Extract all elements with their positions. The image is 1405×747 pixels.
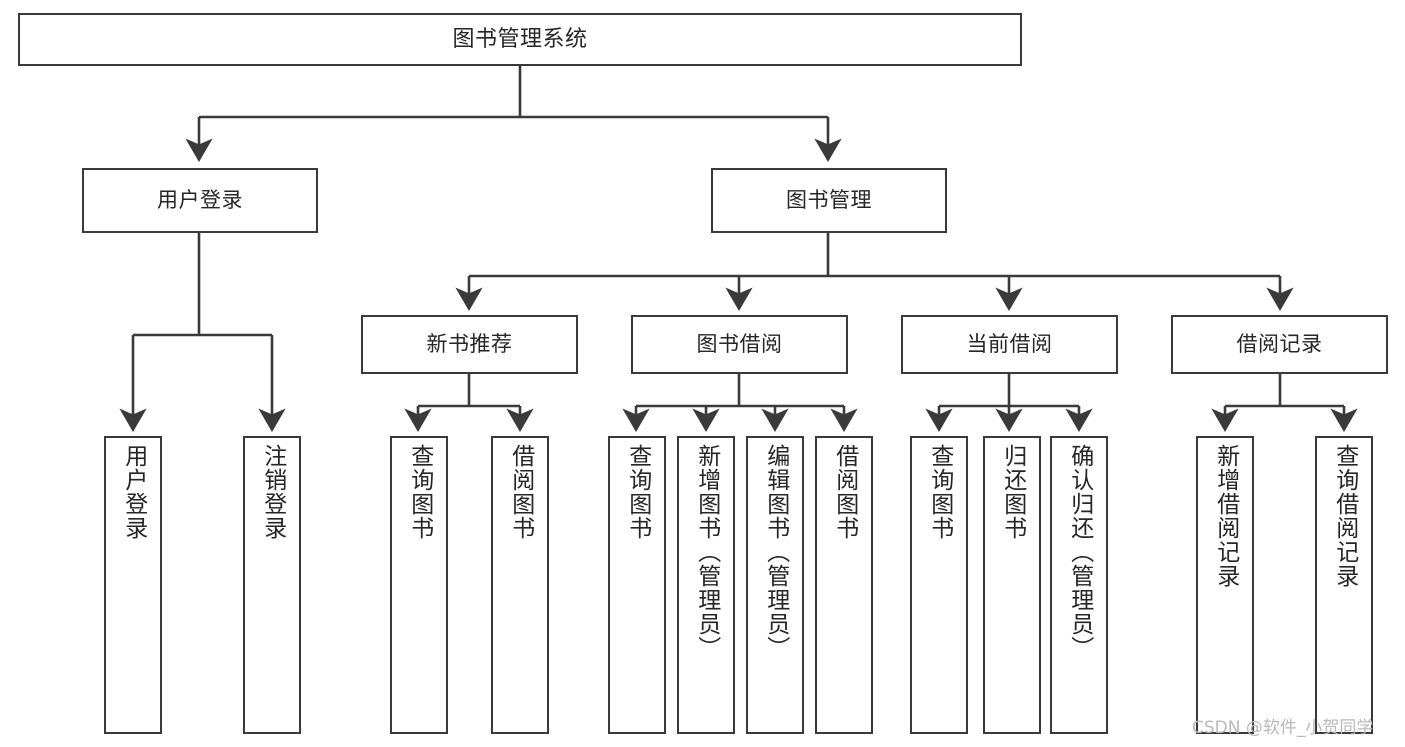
node-leaf-logout-label: 注销登录 [259, 444, 286, 540]
node-book-borrow[interactable]: 图书借阅 [631, 315, 848, 374]
node-leaf-query-book-3[interactable]: 查询图书 [910, 436, 968, 734]
node-leaf-add-record-label: 新增借阅记录 [1212, 444, 1239, 588]
node-book-borrow-label: 图书借阅 [696, 332, 783, 357]
node-leaf-borrow-book-1-label: 借阅图书 [507, 444, 534, 540]
node-user-login-label: 用户登录 [157, 188, 243, 213]
node-leaf-query-book-2[interactable]: 查询图书 [608, 436, 666, 734]
node-current-borrow-label: 当前借阅 [966, 332, 1053, 357]
node-user-login[interactable]: 用户登录 [82, 168, 318, 233]
node-leaf-borrow-book-2-label: 借阅图书 [831, 444, 858, 540]
node-leaf-query-book-1[interactable]: 查询图书 [390, 436, 448, 734]
node-leaf-return-book-label: 归还图书 [999, 444, 1026, 540]
node-leaf-confirm-return[interactable]: 确认归还（管理员） [1050, 436, 1108, 734]
node-new-book-recommend-label: 新书推荐 [426, 332, 513, 357]
node-leaf-add-book[interactable]: 新增图书（管理员） [677, 436, 735, 734]
node-leaf-return-book[interactable]: 归还图书 [983, 436, 1041, 734]
node-leaf-query-book-2-label: 查询图书 [624, 444, 651, 540]
node-book-management-label: 图书管理 [786, 188, 872, 213]
node-leaf-borrow-book-1[interactable]: 借阅图书 [491, 436, 549, 734]
node-current-borrow[interactable]: 当前借阅 [901, 315, 1118, 374]
node-leaf-query-book-1-label: 查询图书 [406, 444, 433, 540]
node-leaf-edit-book-label: 编辑图书（管理员） [762, 444, 789, 660]
node-leaf-user-login-label: 用户登录 [120, 444, 147, 540]
node-leaf-logout[interactable]: 注销登录 [243, 436, 301, 734]
node-borrow-record-label: 借阅记录 [1236, 332, 1323, 357]
node-leaf-add-book-label: 新增图书（管理员） [693, 444, 720, 660]
node-root-label: 图书管理系统 [452, 26, 588, 52]
node-leaf-query-record-label: 查询借阅记录 [1331, 444, 1358, 588]
node-leaf-add-record[interactable]: 新增借阅记录 [1196, 436, 1254, 734]
node-leaf-confirm-return-label: 确认归还（管理员） [1066, 444, 1093, 660]
node-book-management[interactable]: 图书管理 [711, 168, 947, 233]
node-leaf-borrow-book-2[interactable]: 借阅图书 [815, 436, 873, 734]
node-leaf-user-login[interactable]: 用户登录 [104, 436, 162, 734]
csdn-watermark: CSDN @软件_小贺同学 [1192, 718, 1374, 738]
node-new-book-recommend[interactable]: 新书推荐 [361, 315, 578, 374]
node-leaf-query-book-3-label: 查询图书 [926, 444, 953, 540]
node-leaf-query-record[interactable]: 查询借阅记录 [1315, 436, 1373, 734]
node-root[interactable]: 图书管理系统 [18, 13, 1022, 66]
node-leaf-edit-book[interactable]: 编辑图书（管理员） [746, 436, 804, 734]
node-borrow-record[interactable]: 借阅记录 [1171, 315, 1388, 374]
